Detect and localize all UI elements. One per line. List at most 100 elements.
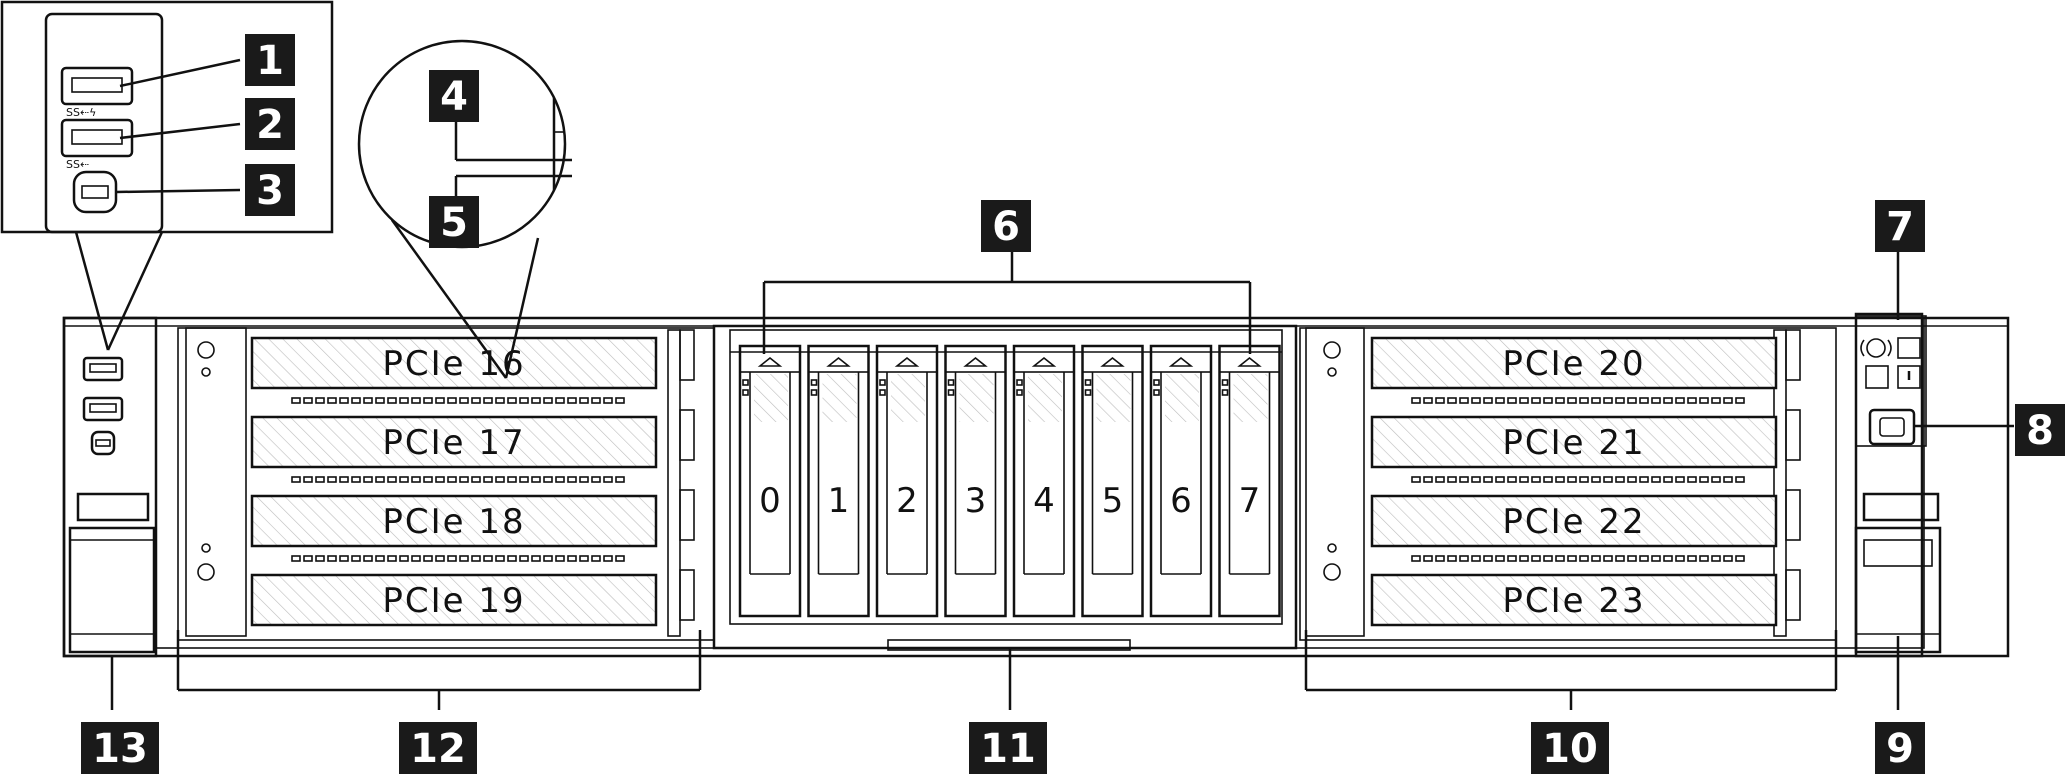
leader-1: [119, 58, 241, 88]
vent-hole: [507, 476, 517, 483]
drive-bay-label: 7: [1239, 481, 1261, 521]
right-pcie-slot-3: [1370, 573, 1778, 627]
drive-status-led: [1153, 389, 1160, 396]
vent-hole: [1543, 555, 1553, 562]
vent-hole: [507, 555, 517, 562]
vent-hole: [1615, 555, 1625, 562]
vent-hole: [1435, 555, 1445, 562]
left-pcie-slot-label: PCIe 17: [382, 423, 525, 463]
vent-hole: [1531, 555, 1541, 562]
vent-hole: [1555, 397, 1565, 404]
drive-bay-1[interactable]: 1: [807, 344, 870, 618]
drive-bay-4[interactable]: 4: [1012, 344, 1076, 618]
drive-bay-6[interactable]: 6: [1149, 344, 1213, 618]
release-latch-icon: [894, 356, 920, 367]
callout-8: 8: [2015, 404, 2065, 456]
vent-hole: [1591, 476, 1601, 483]
vent-hole: [1735, 397, 1745, 404]
drive-bay-3[interactable]: 3: [944, 344, 1007, 618]
drive-bay-label: 3: [965, 481, 987, 521]
vent-hole: [1603, 397, 1613, 404]
drive-activity-led: [879, 379, 886, 386]
vent-hole: [315, 555, 325, 562]
vent-hole: [1531, 397, 1541, 404]
callout-number: 13: [92, 726, 148, 772]
right-pcie-slot-label: PCIe 21: [1502, 423, 1645, 463]
vent-hole: [1639, 555, 1649, 562]
drive-activity-led: [947, 379, 955, 386]
vent-hole: [411, 476, 421, 483]
vent-hole: [1615, 397, 1625, 404]
vent-hole: [1651, 397, 1661, 404]
vent-hole: [567, 476, 577, 483]
vent-hole: [1675, 476, 1685, 483]
release-latch-icon: [963, 356, 988, 367]
vent-hole: [1543, 476, 1553, 483]
vent-hole: [483, 476, 493, 483]
vent-hole: [531, 555, 541, 562]
vent-hole: [507, 397, 517, 404]
vent-hole: [1423, 555, 1433, 562]
vent-hole: [471, 476, 481, 483]
vent-hole: [435, 555, 445, 562]
vent-hole: [399, 555, 409, 562]
vent-hole: [459, 397, 469, 404]
callout-number: 9: [1886, 726, 1914, 772]
drive-bay-label: 1: [828, 481, 850, 521]
vent-hole: [1567, 476, 1577, 483]
vent-hole: [1555, 476, 1565, 483]
vent-hole: [1483, 397, 1493, 404]
vent-hole: [1627, 476, 1637, 483]
vent-hole: [399, 476, 409, 483]
vent-hole: [1687, 476, 1697, 483]
vent-hole: [531, 476, 541, 483]
vent-hole: [471, 397, 481, 404]
drive-activity-led: [1084, 379, 1092, 386]
drive-status-led: [879, 389, 886, 396]
drive-bay-0[interactable]: 0: [738, 344, 802, 618]
drive-bay-2[interactable]: 2: [875, 344, 939, 618]
vent-hole: [1447, 397, 1457, 404]
drive-status-led: [1016, 389, 1023, 396]
vent-hole: [363, 397, 373, 404]
vent-hole: [1495, 397, 1505, 404]
vent-hole: [291, 476, 301, 483]
vent-hole: [1579, 555, 1589, 562]
vent-hole: [411, 555, 421, 562]
vent-hole: [555, 555, 565, 562]
vent-hole: [1519, 397, 1529, 404]
usb-inset: SS⇠ϟ SS⇠: [0, 0, 334, 351]
vent-hole: [1459, 397, 1469, 404]
drive-bay-7[interactable]: 7: [1218, 344, 1281, 618]
vent-hole: [1699, 397, 1709, 404]
callout-number: 6: [992, 204, 1020, 250]
vent-hole: [543, 555, 553, 562]
drive-bay-5[interactable]: 5: [1081, 344, 1144, 618]
leader-3: [115, 188, 241, 194]
vent-hole: [1471, 397, 1481, 404]
vent-hole: [1567, 555, 1577, 562]
vent-hole: [495, 397, 505, 404]
vent-hole: [1435, 476, 1445, 483]
front-usb-ports-small: [82, 356, 124, 456]
vent-hole: [339, 555, 349, 562]
vent-hole: [351, 397, 361, 404]
vent-hole: [303, 397, 313, 404]
vent-hole: [447, 476, 457, 483]
vent-hole: [543, 476, 553, 483]
vent-hole: [1663, 397, 1673, 404]
callout-1: 1: [245, 34, 295, 86]
vent-hole: [615, 476, 625, 483]
callout-number: 7: [1886, 204, 1914, 250]
vent-hole: [303, 555, 313, 562]
drive-bay-label: 4: [1033, 481, 1055, 521]
vent-hole: [1459, 476, 1469, 483]
vent-hole: [579, 476, 589, 483]
callout-number: 5: [440, 200, 468, 246]
vent-hole: [1567, 397, 1577, 404]
vent-hole: [531, 397, 541, 404]
vent-hole: [1675, 397, 1685, 404]
callout-number: 10: [1542, 726, 1598, 772]
left-pcie-slot-2: [250, 494, 658, 548]
